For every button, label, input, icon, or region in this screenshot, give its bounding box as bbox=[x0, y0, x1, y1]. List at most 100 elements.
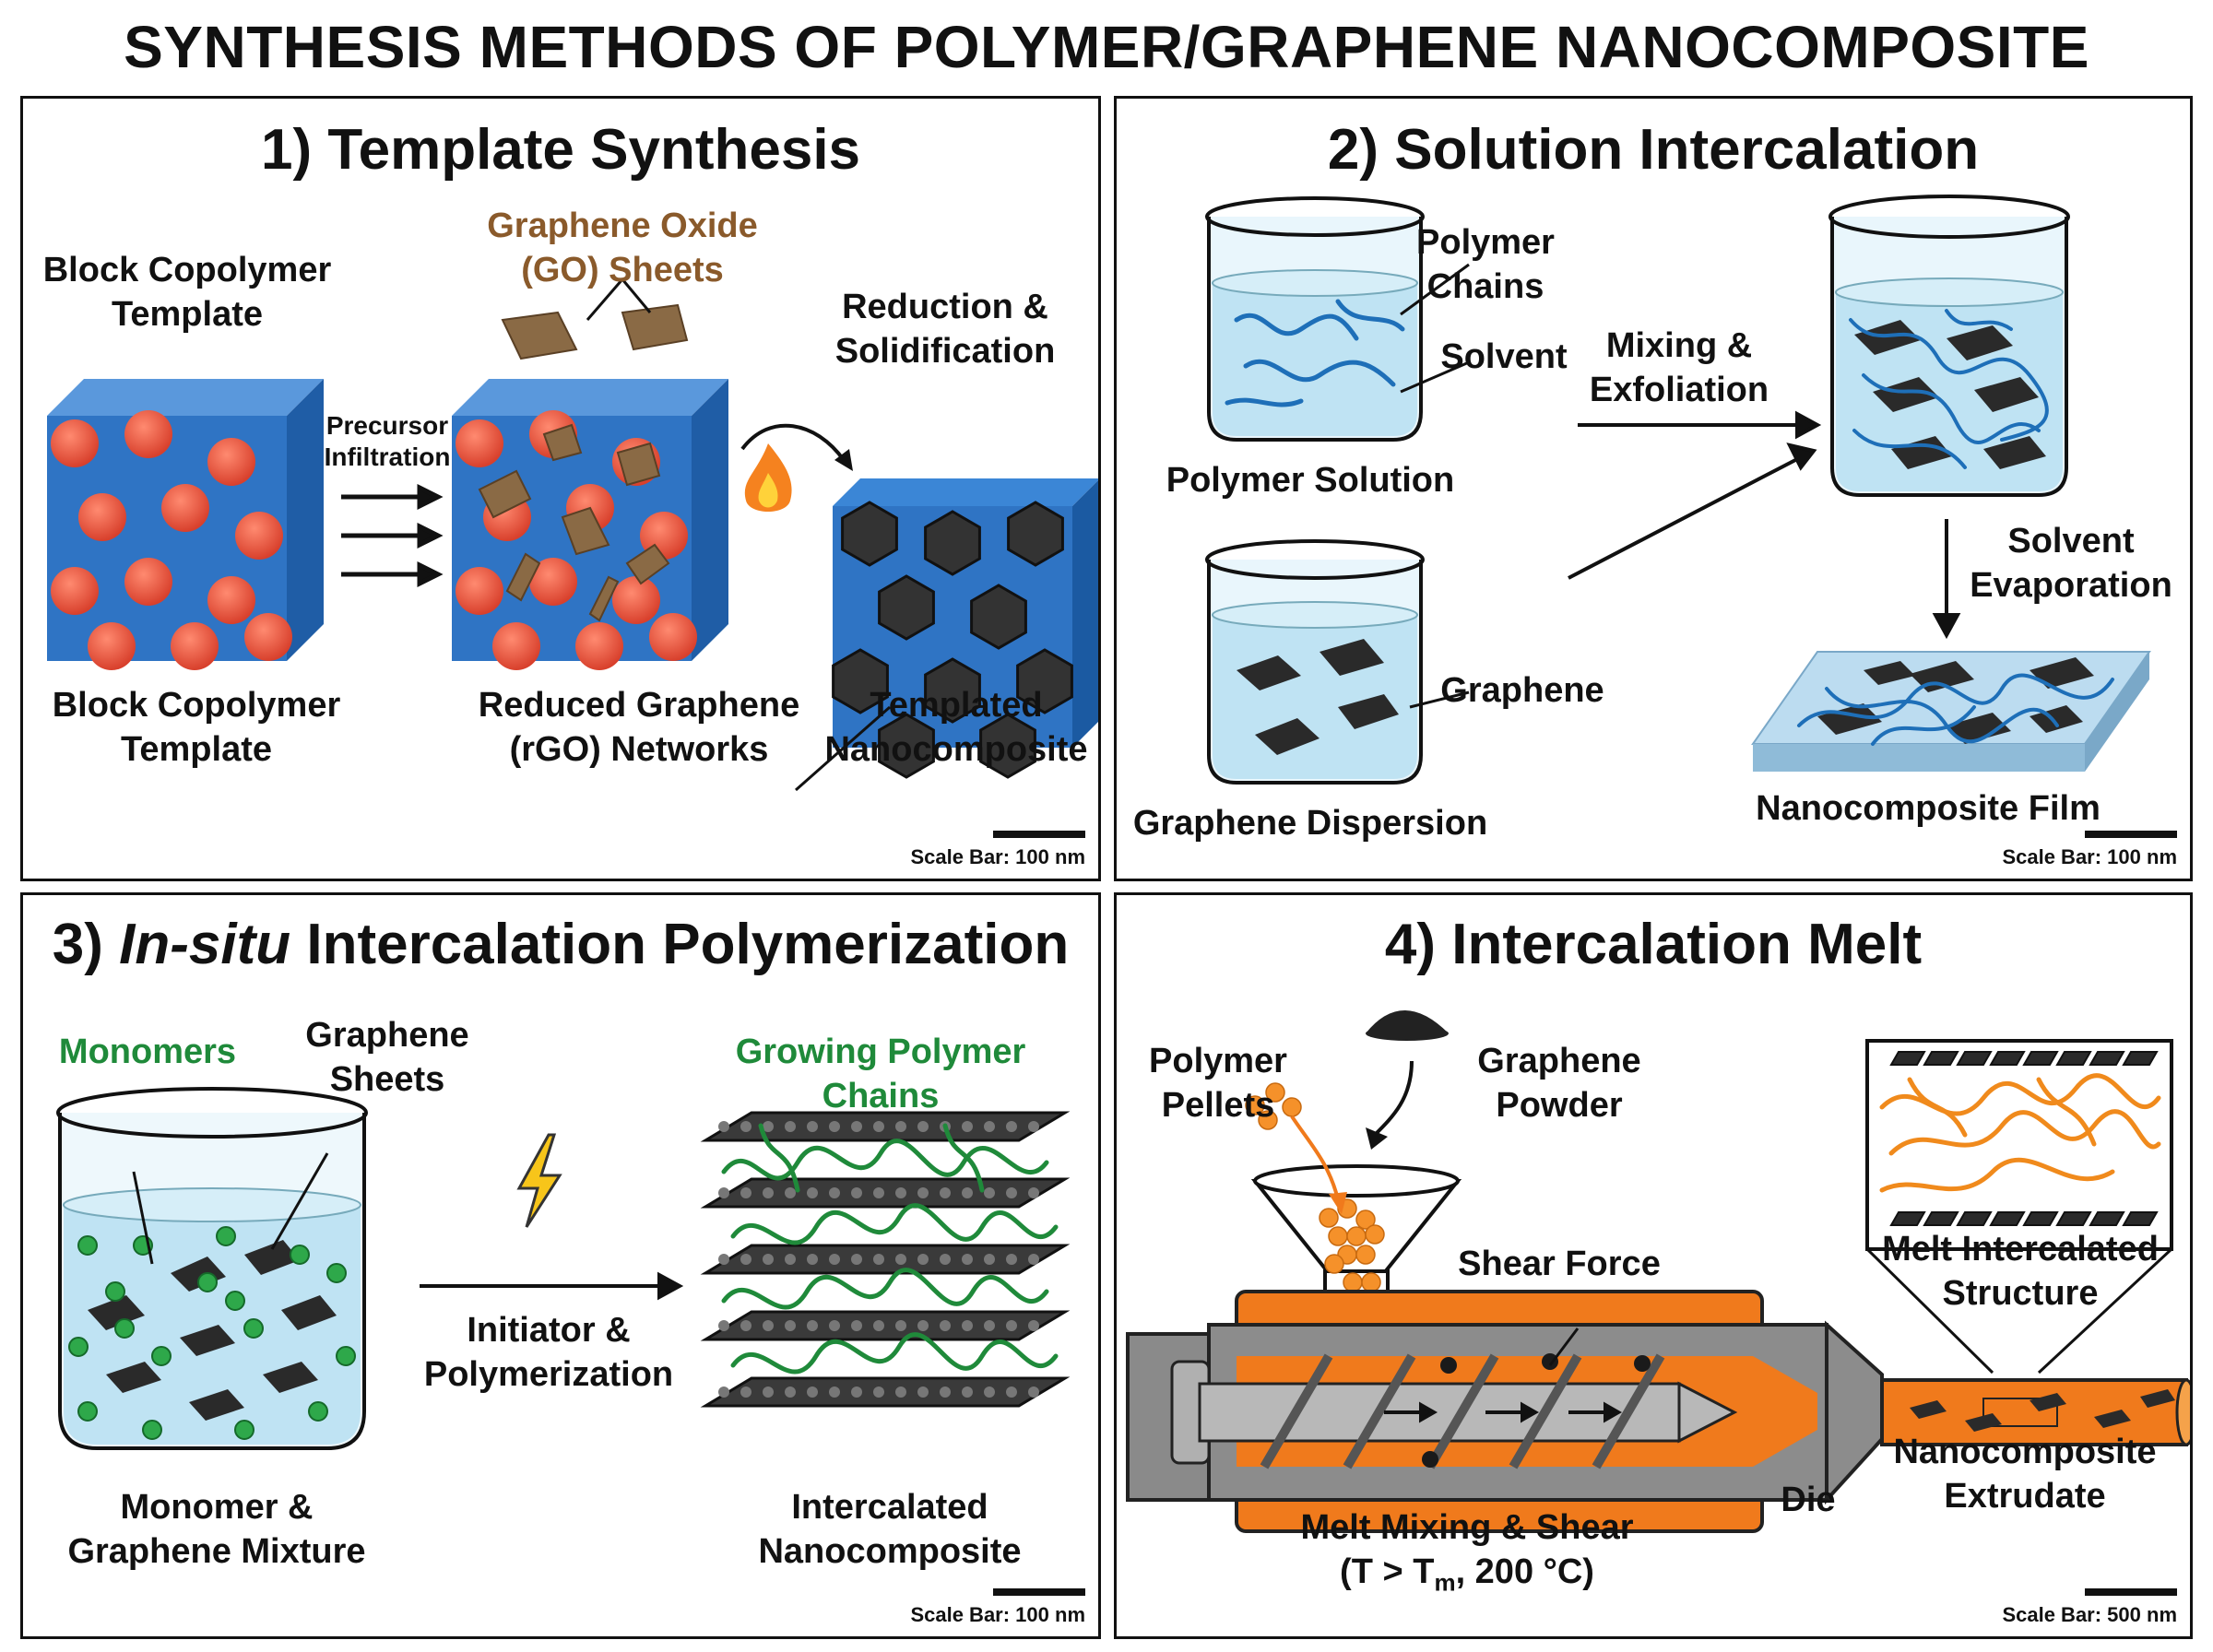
monomer-dot bbox=[243, 1318, 264, 1339]
rgo-hexagon bbox=[924, 657, 981, 724]
lattice-node bbox=[740, 1320, 751, 1331]
polymer-solution-label: Polymer Solution bbox=[1166, 461, 1455, 500]
panel-title: 3) In-situ Intercalation Polymerization bbox=[52, 913, 1070, 976]
lattice-node bbox=[895, 1254, 906, 1265]
monomer-dot bbox=[151, 1346, 172, 1366]
monomer-graphene-mixture-label: Monomer & Graphene Mixture bbox=[67, 1488, 366, 1571]
sphere-domain bbox=[244, 613, 292, 661]
lattice-node bbox=[740, 1187, 751, 1198]
lattice-node bbox=[785, 1320, 796, 1331]
lattice-node bbox=[962, 1187, 973, 1198]
lattice-node bbox=[785, 1187, 796, 1198]
graphene-powder-label: Graphene Powder bbox=[1477, 1042, 1641, 1125]
lattice-node bbox=[917, 1320, 929, 1331]
lattice-node bbox=[940, 1320, 951, 1331]
rgo-hexagon bbox=[979, 713, 1036, 779]
polymer-chains-label: Polymer Chains bbox=[1416, 223, 1555, 306]
lattice-node bbox=[851, 1386, 862, 1398]
lattice-node bbox=[829, 1386, 840, 1398]
graphene-dispersion-beaker bbox=[1205, 539, 1425, 785]
lattice-node bbox=[763, 1254, 774, 1265]
graphene-sheet bbox=[2055, 1051, 2092, 1066]
monomer-dot bbox=[326, 1263, 347, 1283]
graphene-sheet bbox=[1923, 1211, 1959, 1226]
monomer-dot bbox=[336, 1346, 356, 1366]
lattice-node bbox=[829, 1254, 840, 1265]
panel-in-situ-polymerization: 3) In-situ Intercalation Polymerization bbox=[20, 892, 1101, 1639]
monomers-label: Monomers bbox=[58, 1032, 237, 1071]
lattice-node bbox=[740, 1254, 751, 1265]
lattice-node bbox=[962, 1320, 973, 1331]
lattice-node bbox=[1028, 1254, 1039, 1265]
monomer-dot bbox=[142, 1420, 162, 1440]
shear-force-label: Shear Force bbox=[1458, 1245, 1661, 1283]
polymer-chain bbox=[942, 1123, 985, 1193]
monomer-dot bbox=[308, 1401, 328, 1422]
polymer-pellet bbox=[1328, 1226, 1348, 1246]
growing-polymer-chains-label: Growing Polymer Chains bbox=[735, 1032, 1026, 1115]
polymer-pellet bbox=[1355, 1210, 1376, 1230]
lattice-node bbox=[740, 1121, 751, 1132]
lattice-node bbox=[807, 1320, 818, 1331]
intercalated-nanocomposite-label: Intercalated Nanocomposite bbox=[758, 1488, 1022, 1571]
rgo-hexagon bbox=[878, 713, 935, 779]
lattice-node bbox=[829, 1187, 840, 1198]
polymer-chain bbox=[721, 1268, 1049, 1310]
solvent-label: Solvent bbox=[1440, 337, 1568, 376]
lattice-node bbox=[785, 1121, 796, 1132]
lattice-node bbox=[1006, 1121, 1017, 1132]
sphere-domain bbox=[456, 567, 503, 615]
polymer-chain bbox=[730, 1203, 1059, 1245]
graphene-label: Graphene bbox=[1440, 671, 1604, 710]
polymer-pellet bbox=[1245, 1095, 1265, 1115]
template-synthesis-illustration bbox=[47, 278, 1098, 792]
lattice-node bbox=[718, 1386, 729, 1398]
lattice-node bbox=[873, 1320, 884, 1331]
block-copolymer-template-bottom-label: Block Copolymer Template bbox=[52, 686, 341, 769]
graphene-oxide-label: Graphene Oxide (GO) Sheets bbox=[487, 206, 758, 289]
lattice-node bbox=[984, 1254, 995, 1265]
block-copolymer-template-label: Block Copolymer Template bbox=[42, 251, 332, 334]
rgo-hexagon bbox=[841, 501, 898, 567]
graphene-sheet bbox=[1956, 1211, 1993, 1226]
graphene-dispersion-label: Graphene Dispersion bbox=[1132, 804, 1488, 843]
sphere-domain bbox=[456, 419, 503, 467]
polymer-pellet bbox=[1265, 1082, 1285, 1103]
lattice-node bbox=[940, 1187, 951, 1198]
lattice-node bbox=[1028, 1386, 1039, 1398]
lattice-node bbox=[917, 1386, 929, 1398]
polymer-chain bbox=[730, 1332, 1059, 1375]
graphene-sheet bbox=[1956, 1051, 1993, 1066]
monomer-dot bbox=[114, 1318, 135, 1339]
panel-title: 4) Intercalation Melt bbox=[1384, 913, 1923, 976]
polymer-pellet bbox=[1365, 1224, 1385, 1245]
graphene-layer bbox=[700, 1310, 1071, 1341]
melt-structure-inset bbox=[1865, 1039, 2173, 1251]
graphene-sheet bbox=[2022, 1051, 2059, 1066]
polymer-chain bbox=[758, 1123, 800, 1193]
lattice-node bbox=[763, 1187, 774, 1198]
lattice-node bbox=[895, 1121, 906, 1132]
monomer-dot bbox=[77, 1401, 98, 1422]
lattice-node bbox=[1028, 1320, 1039, 1331]
reduction-solidification-label: Reduction & Solidification bbox=[834, 288, 1056, 371]
lattice-node bbox=[807, 1386, 818, 1398]
monomer-dot bbox=[234, 1420, 254, 1440]
graphene-powder-pile bbox=[1366, 1010, 1449, 1041]
melt-mixing-shear-label: Melt Mixing & Shear bbox=[1300, 1508, 1634, 1547]
sphere-domain bbox=[612, 576, 660, 624]
lattice-node bbox=[1006, 1187, 1017, 1198]
polymer-pellets-label: Polymer Pellets bbox=[1149, 1042, 1287, 1125]
scale-bar: Scale Bar: 100 nm bbox=[2002, 831, 2177, 869]
lattice-node bbox=[718, 1320, 729, 1331]
sphere-domain bbox=[235, 512, 283, 560]
block-copolymer-cube bbox=[47, 379, 324, 670]
monomer-dot bbox=[68, 1337, 89, 1357]
lattice-node bbox=[873, 1254, 884, 1265]
nanocomposite-film-label: Nanocomposite Film bbox=[1756, 789, 2101, 828]
sphere-domain bbox=[51, 419, 99, 467]
lattice-node bbox=[1028, 1187, 1039, 1198]
scale-bar: Scale Bar: 500 nm bbox=[2002, 1588, 2177, 1627]
lattice-node bbox=[873, 1121, 884, 1132]
lattice-node bbox=[785, 1254, 796, 1265]
